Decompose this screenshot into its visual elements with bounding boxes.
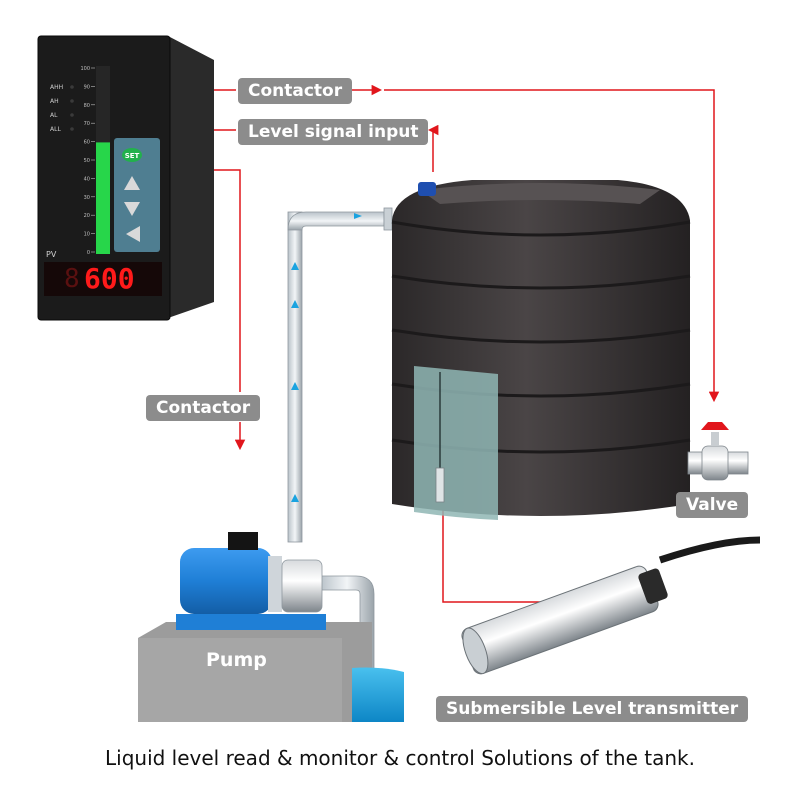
scale-tick-10: 10	[84, 232, 90, 238]
set-button-label: SET	[125, 152, 140, 160]
inlet-flange	[383, 207, 393, 231]
probe-in-tank	[435, 467, 445, 503]
controller-side	[168, 36, 214, 318]
valve-control-line	[384, 89, 720, 403]
transmitter-cable-gland	[418, 182, 436, 196]
scale-tick-30: 30	[84, 195, 90, 201]
riser-pipe	[287, 211, 303, 543]
pump-base-front	[138, 638, 342, 722]
level-bar-fill	[96, 142, 110, 254]
pv-label: PV	[46, 250, 57, 259]
tank-rib-2	[391, 274, 691, 290]
scale-tick-70: 70	[84, 121, 90, 127]
tank-rib-1	[391, 220, 691, 237]
water-source	[352, 667, 404, 722]
pump-skid	[176, 614, 326, 630]
tank-rib-3	[391, 328, 691, 344]
scale-tick-80: 80	[84, 103, 90, 109]
alarm-label-ah: AH	[50, 98, 59, 105]
valve-housing	[701, 445, 729, 481]
alarm-led-all	[70, 127, 74, 131]
pump-assembly	[138, 532, 404, 722]
scale-tick-50: 50	[84, 158, 90, 164]
transmitter-cable	[658, 536, 761, 564]
inlet-pipe	[287, 211, 385, 231]
down-arrow-icon[interactable]	[124, 202, 140, 216]
submersible-transmitter	[461, 536, 761, 675]
scale-tick-90: 90	[84, 84, 90, 90]
valve-stem	[711, 432, 719, 446]
transmitter-label: Submersible Level transmitter	[436, 696, 749, 722]
alarm-led-al	[70, 113, 74, 117]
flow-arrow-inlet	[354, 213, 362, 219]
scale-tick-40: 40	[84, 176, 90, 182]
scale-tick-100: 100	[80, 66, 90, 72]
pump-motor	[180, 548, 272, 614]
flow-arrows-riser	[291, 262, 299, 502]
level-signal-line-b	[427, 124, 439, 172]
pv-readout: 600	[84, 262, 135, 295]
pump-coupling	[268, 556, 282, 612]
set-button[interactable]	[122, 148, 142, 162]
valve	[687, 422, 749, 481]
transmitter-body	[461, 565, 659, 675]
valve-label: Valve	[676, 492, 749, 518]
transmitter-nose	[462, 627, 489, 675]
keypad-panel	[114, 138, 160, 252]
contactor-left-label: Contactor	[146, 395, 261, 421]
caption: Liquid level read & monitor & control So…	[105, 746, 695, 770]
alarm-label-ahh: AHH	[50, 84, 63, 91]
alarm-label-all: ALL	[50, 126, 61, 133]
alarm-led-ah	[70, 99, 74, 103]
up-arrow-icon[interactable]	[124, 176, 140, 190]
alarm-led-ahh	[70, 85, 74, 89]
pump-head	[281, 559, 323, 613]
level-signal-label: Level signal input	[238, 119, 429, 145]
pump-control-line-a	[214, 169, 241, 392]
alarm-label-al: AL	[50, 112, 58, 119]
tank-cutaway-water	[414, 366, 498, 520]
transmitter-cable-boot	[638, 568, 668, 604]
alarm-labels: AHH AH AL ALL	[50, 84, 74, 133]
scale-tick-60: 60	[84, 140, 90, 146]
motor-terminal-box	[228, 532, 258, 550]
scale-tick-0: 0	[87, 250, 90, 256]
tank-lid	[420, 183, 660, 204]
signal-lines	[214, 84, 720, 606]
water-tank	[391, 180, 691, 520]
left-arrow-icon[interactable]	[126, 226, 140, 242]
pump-label: Pump	[206, 649, 267, 671]
pv-digit-ghost: 8	[64, 264, 80, 294]
valve-handle[interactable]	[701, 422, 729, 430]
scale-tick-20: 20	[84, 213, 90, 219]
contactor-top-label: Contactor	[238, 78, 353, 104]
pv-display	[44, 262, 162, 296]
